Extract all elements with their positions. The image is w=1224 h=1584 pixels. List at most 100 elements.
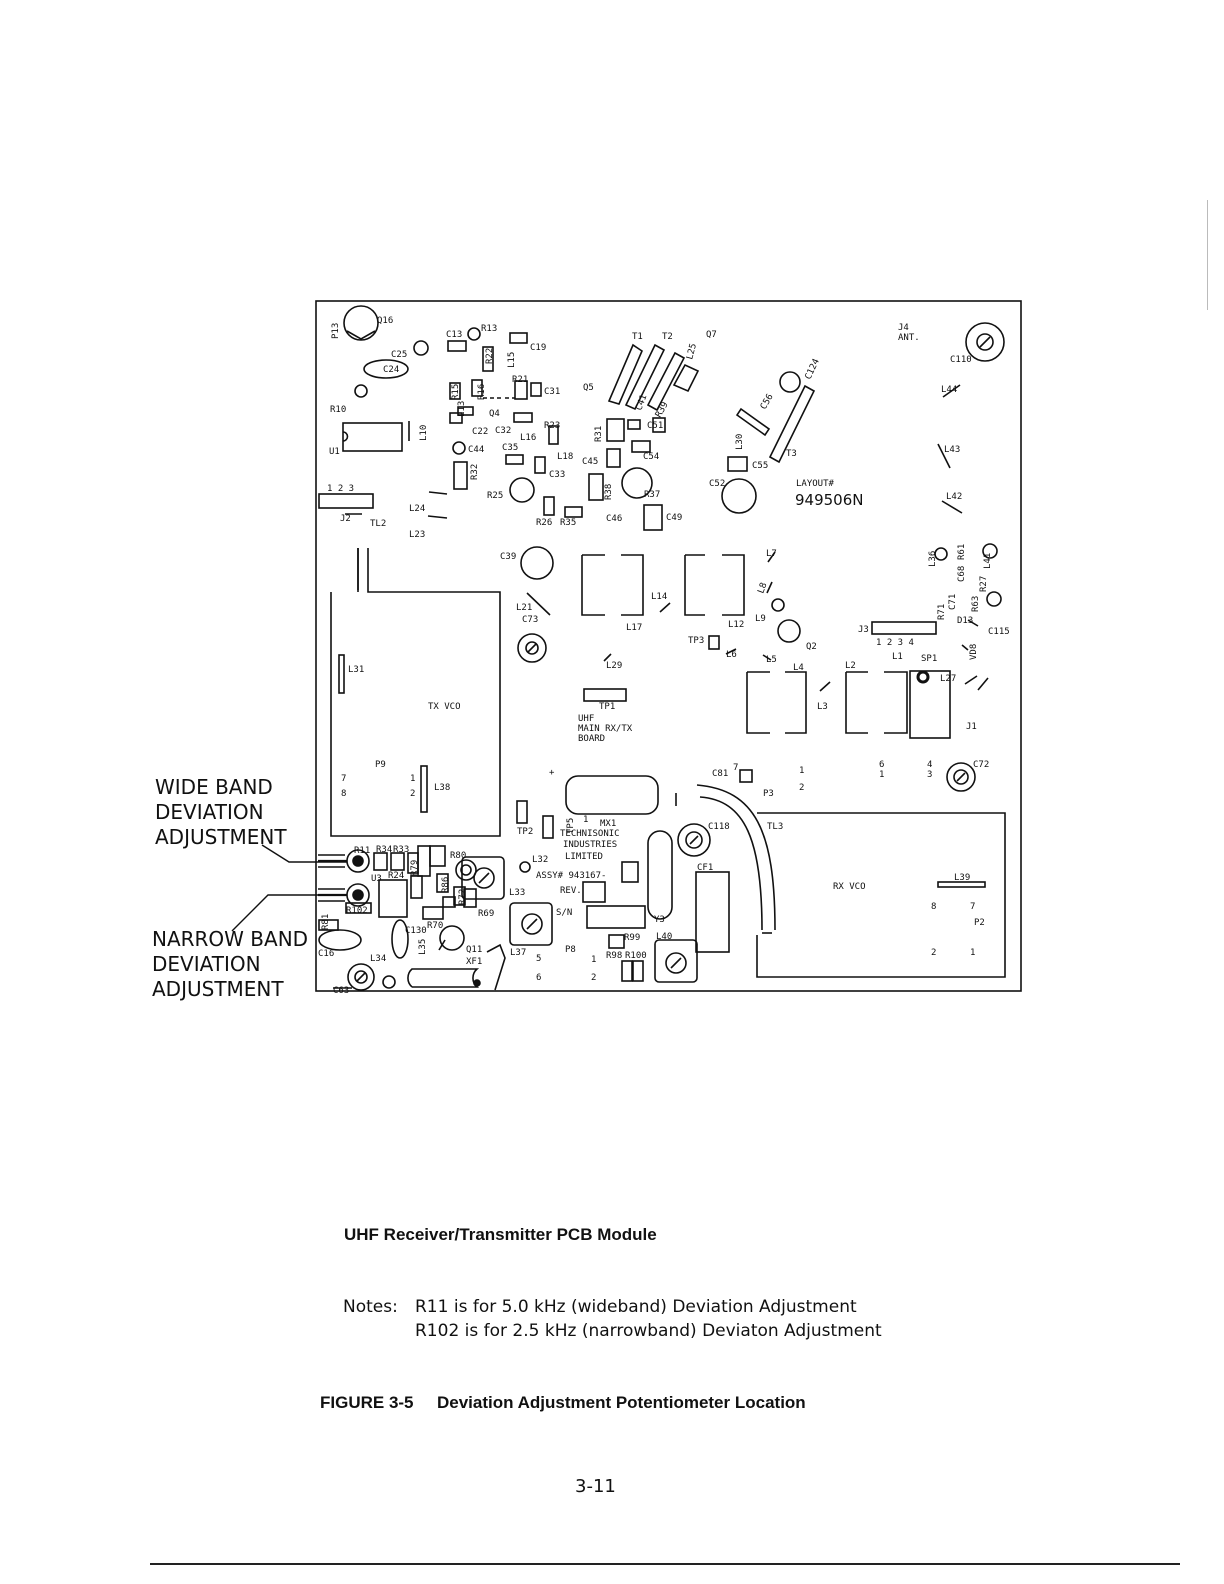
svg-text:C39: C39 (500, 552, 516, 562)
svg-text:BOARD: BOARD (578, 734, 605, 744)
svg-text:R15: R15 (451, 384, 461, 400)
svg-text:C71: C71 (948, 594, 958, 610)
svg-text:4: 4 (927, 760, 932, 770)
layout-number: 949506N (795, 491, 863, 509)
notes-block: Notes:R11 is for 5.0 kHz (wideband) Devi… (343, 1295, 882, 1343)
svg-text:L18: L18 (557, 452, 573, 462)
svg-text:8: 8 (341, 789, 346, 799)
svg-text:C49: C49 (666, 513, 682, 523)
q16-outline (343, 305, 379, 341)
svg-text:R63: R63 (971, 596, 981, 612)
silkscreen-labels: Q16 P13 C13 R13 C19 C25 C24 T1 T2 Q7 J4 … (318, 316, 1010, 996)
svg-text:C44: C44 (468, 445, 484, 455)
svg-text:C81: C81 (712, 769, 728, 779)
svg-text:2: 2 (931, 948, 936, 958)
svg-text:L29: L29 (606, 661, 622, 671)
svg-text:L15: L15 (507, 352, 517, 368)
svg-text:SP1: SP1 (921, 654, 937, 664)
svg-text:8: 8 (931, 902, 936, 912)
module-title: UHF Receiver/Transmitter PCB Module (344, 1225, 657, 1244)
svg-text:L8: L8 (756, 581, 769, 595)
u1-ic (342, 422, 403, 452)
svg-text:L31: L31 (348, 665, 364, 675)
svg-text:C25: C25 (391, 350, 407, 360)
svg-text:1: 1 (591, 955, 596, 965)
svg-text:C32: C32 (495, 426, 511, 436)
svg-text:R99: R99 (624, 933, 640, 943)
svg-text:7: 7 (341, 774, 346, 784)
svg-text:C63: C63 (333, 986, 349, 996)
svg-text:1: 1 (879, 770, 884, 780)
svg-text:C41: C41 (634, 393, 649, 412)
board-outline (315, 300, 1022, 992)
narrow-band-callout: NARROW BAND DEVIATION ADJUSTMENT (152, 927, 308, 1002)
svg-text:1 2 3: 1 2 3 (327, 484, 354, 494)
svg-text:C68: C68 (957, 566, 967, 582)
svg-text:Q5: Q5 (583, 383, 594, 393)
narrow-band-line-2: DEVIATION (152, 952, 261, 976)
svg-text:R61: R61 (957, 544, 967, 560)
svg-text:L10: L10 (419, 425, 429, 441)
svg-text:L42: L42 (946, 492, 962, 502)
svg-text:R80: R80 (450, 851, 466, 861)
svg-text:P2: P2 (974, 918, 985, 928)
svg-text:L2: L2 (845, 661, 856, 671)
svg-text:5: 5 (536, 954, 541, 964)
narrow-band-line-1: NARROW BAND (152, 927, 309, 951)
svg-text:C72: C72 (973, 760, 989, 770)
svg-text:3: 3 (927, 770, 932, 780)
figure-caption: FIGURE 3-5 Deviation Adjustment Potentio… (320, 1393, 806, 1413)
svg-text:2: 2 (799, 783, 804, 793)
svg-text:R70: R70 (427, 921, 443, 931)
svg-text:R35: R35 (560, 518, 576, 528)
svg-text:LAYOUT#: LAYOUT# (796, 479, 835, 489)
svg-text:C130: C130 (405, 926, 427, 936)
svg-text:L1: L1 (892, 652, 903, 662)
svg-text:C110: C110 (950, 355, 972, 365)
svg-text:TL3: TL3 (767, 822, 783, 832)
svg-text:L12: L12 (728, 620, 744, 630)
scan-edge-mark (1207, 200, 1208, 310)
rx-vco-label: RX VCO (833, 882, 866, 892)
svg-text:L4: L4 (793, 663, 804, 673)
svg-text:R71: R71 (937, 604, 947, 620)
svg-text:ASSY# 943167-: ASSY# 943167- (536, 871, 606, 881)
wide-band-callout: WIDE BAND DEVIATION ADJUSTMENT (155, 775, 287, 850)
svg-text:C55: C55 (752, 461, 768, 471)
svg-text:C73: C73 (522, 615, 538, 625)
svg-text:C46: C46 (606, 514, 622, 524)
svg-text:L21: L21 (516, 603, 532, 613)
svg-text:1 2 3 4: 1 2 3 4 (876, 638, 914, 648)
svg-text:L41: L41 (983, 553, 993, 569)
svg-text:TP3: TP3 (688, 636, 704, 646)
svg-text:TP5: TP5 (566, 818, 576, 834)
svg-text:U1: U1 (329, 447, 340, 457)
svg-text:L13: L13 (457, 401, 467, 417)
svg-text:2: 2 (591, 973, 596, 983)
svg-text:R22: R22 (485, 348, 495, 364)
svg-text:1: 1 (583, 815, 588, 825)
svg-text:D13: D13 (957, 616, 973, 626)
svg-text:R33: R33 (393, 845, 409, 855)
svg-text:L14: L14 (651, 592, 667, 602)
svg-text:TP2: TP2 (517, 827, 533, 837)
svg-text:LIMITED: LIMITED (565, 852, 603, 862)
svg-text:L37: L37 (510, 948, 526, 958)
svg-text:L3: L3 (817, 702, 828, 712)
svg-text:C24: C24 (383, 365, 399, 375)
svg-text:L36: L36 (928, 551, 938, 567)
svg-text:TL2: TL2 (370, 519, 386, 529)
svg-text:C124: C124 (804, 357, 822, 381)
svg-text:INDUSTRIES: INDUSTRIES (563, 840, 617, 850)
svg-text:L23: L23 (409, 530, 425, 540)
svg-text:R32: R32 (470, 464, 480, 480)
svg-text:C35: C35 (502, 443, 518, 453)
svg-text:R86: R86 (441, 877, 451, 893)
svg-text:Q7: Q7 (706, 330, 717, 340)
svg-text:L9: L9 (755, 614, 766, 624)
svg-text:L38: L38 (434, 783, 450, 793)
svg-text:CF1: CF1 (697, 863, 713, 873)
svg-text:R100: R100 (625, 951, 647, 961)
wide-band-leader (261, 844, 347, 863)
